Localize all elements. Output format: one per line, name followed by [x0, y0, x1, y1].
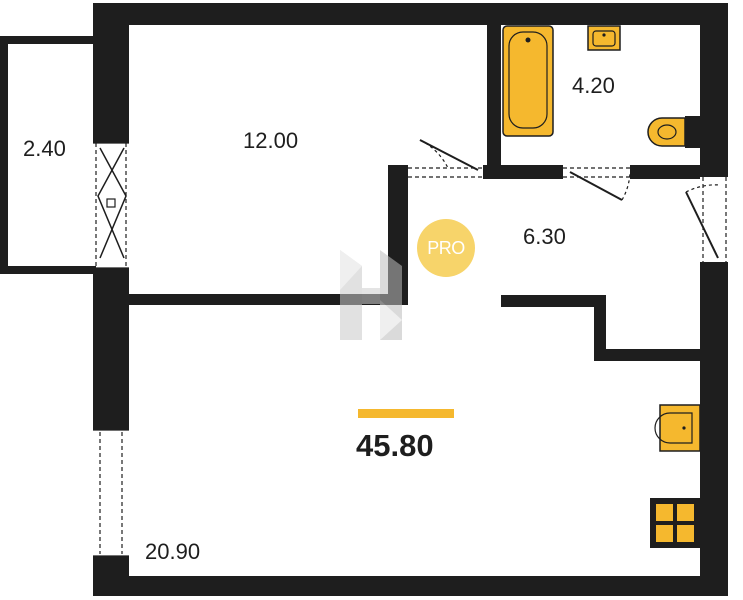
toilet-icon — [647, 116, 700, 148]
outer-walls — [93, 3, 728, 596]
balcony-door — [93, 142, 129, 269]
pro-badge: PRO — [417, 219, 475, 277]
interior-walls — [129, 3, 700, 361]
room-area-kitchen-living: 20.90 — [145, 539, 201, 564]
bathtub-icon — [502, 25, 554, 137]
room-area-bathroom: 4.20 — [572, 73, 615, 98]
room-area-hallway: 6.30 — [523, 224, 566, 249]
sink-icon — [587, 25, 621, 51]
door-openings — [408, 139, 727, 262]
total-accent-bar — [358, 409, 454, 418]
h-logo-icon — [340, 250, 402, 340]
room-area-room: 12.00 — [243, 128, 299, 153]
balcony-outline — [0, 36, 96, 274]
room-area-balcony: 2.40 — [23, 136, 66, 161]
window-living — [93, 429, 129, 557]
total-area: 45.80 — [356, 428, 434, 463]
stove-icon — [650, 498, 700, 548]
kitchen-sink-icon — [654, 404, 701, 452]
pro-badge-label: PRO — [427, 237, 465, 258]
